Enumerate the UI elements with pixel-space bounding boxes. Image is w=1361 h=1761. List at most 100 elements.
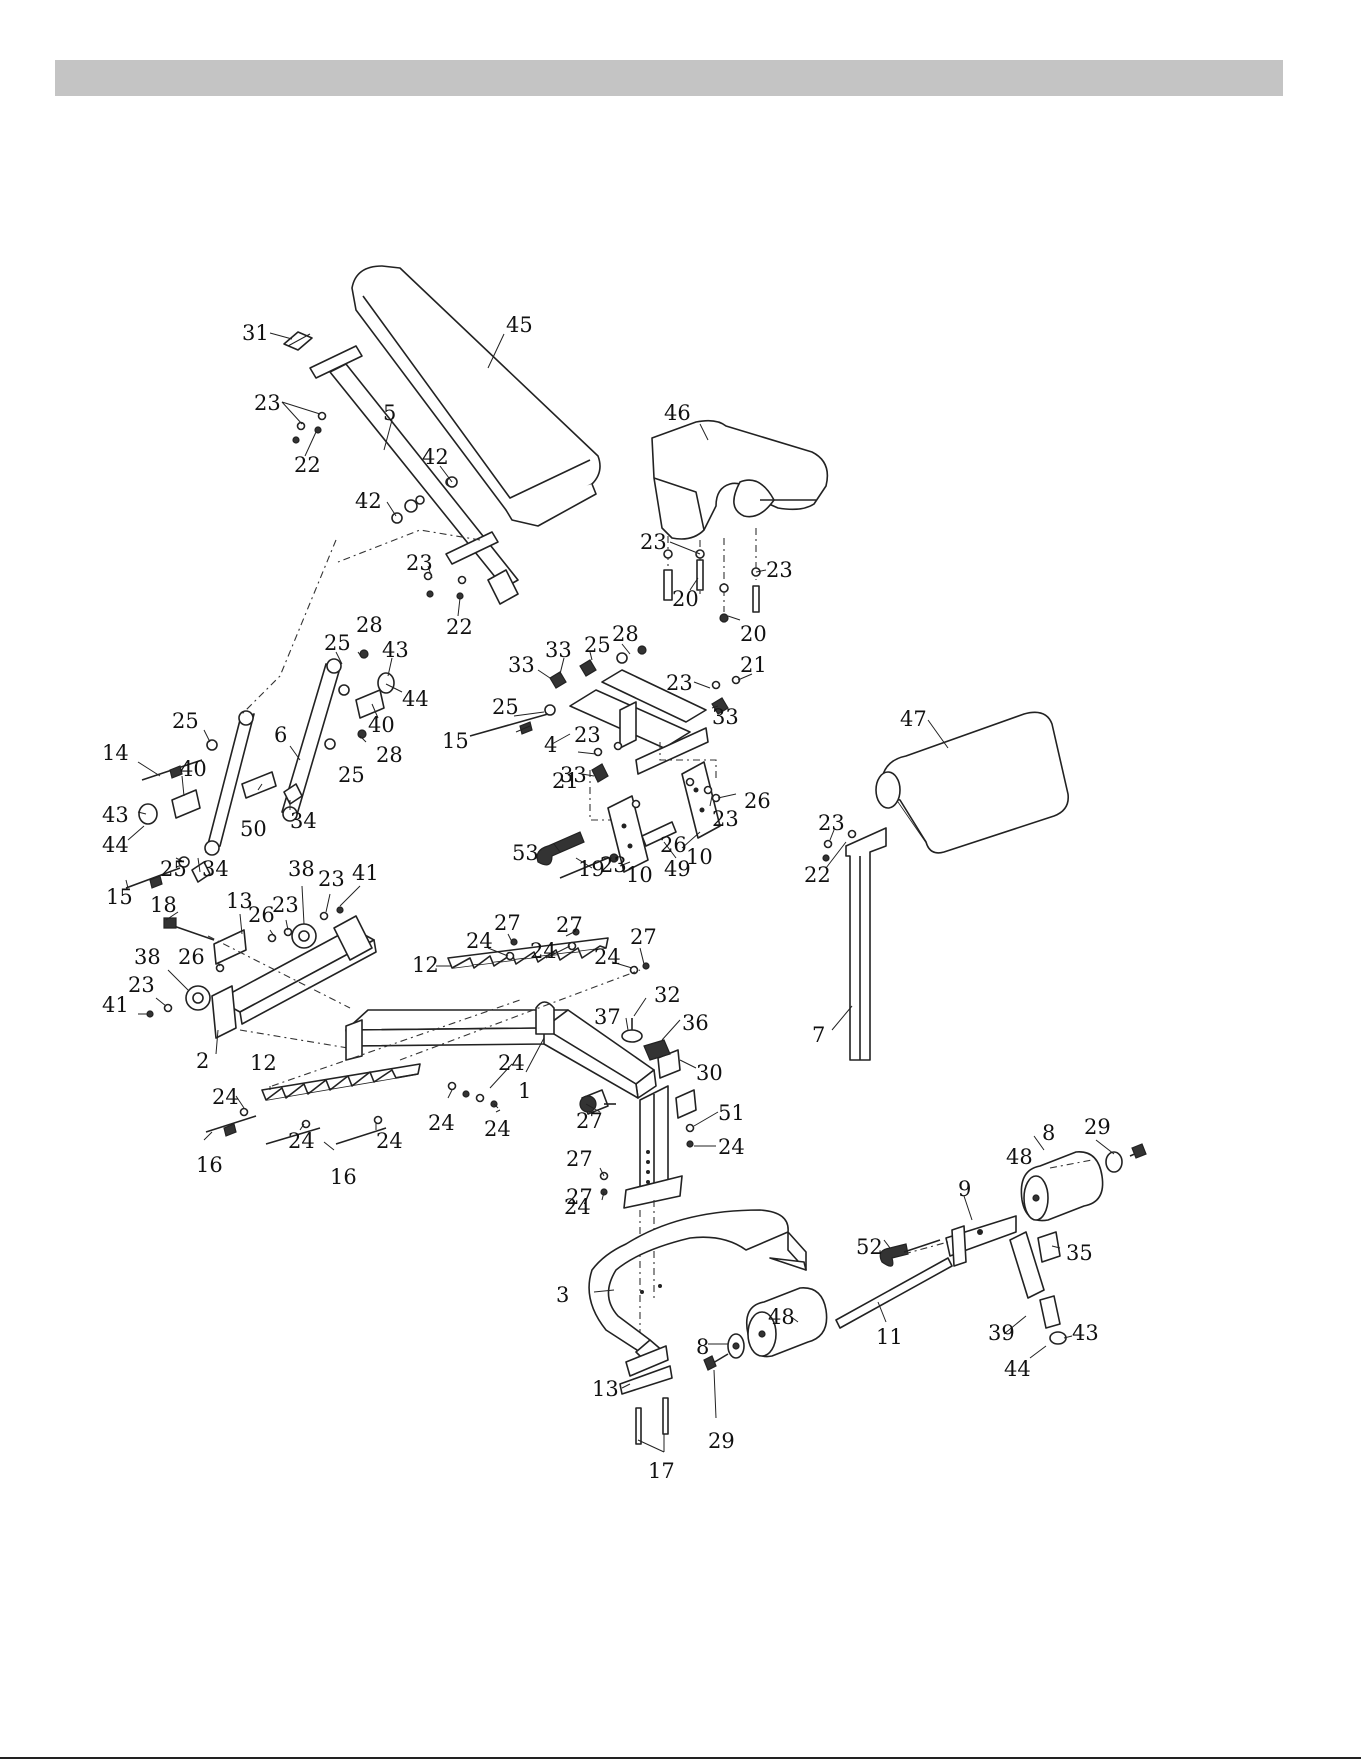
callout: 43 xyxy=(102,803,129,827)
callout: 13 xyxy=(592,1377,619,1401)
callout: 41 xyxy=(352,861,379,885)
callout: 36 xyxy=(682,1011,709,1035)
callout: 27 xyxy=(566,1185,593,1209)
callout: 2 xyxy=(196,1049,209,1073)
callout: 25 xyxy=(324,631,351,655)
callout: 23 xyxy=(574,723,601,747)
callout: 11 xyxy=(876,1325,903,1349)
callout: 24 xyxy=(564,1195,591,1219)
callout: 24 xyxy=(428,1111,455,1135)
callout: 40 xyxy=(368,713,395,737)
callout: 28 xyxy=(356,613,383,637)
callout: 30 xyxy=(696,1061,723,1085)
callout: 33 xyxy=(508,653,535,677)
callout: 21 xyxy=(552,769,579,793)
callout: 23 xyxy=(666,671,693,695)
part-1-main-frame xyxy=(345,1001,697,1350)
callout: 26 xyxy=(660,833,687,857)
callout: 23 xyxy=(712,807,739,831)
callout: 13 xyxy=(226,889,253,913)
hardware-back-frame xyxy=(292,411,467,600)
callout: 16 xyxy=(330,1165,357,1189)
callout: 47 xyxy=(900,707,927,731)
callout: 38 xyxy=(134,945,161,969)
hardware-seat-bolts xyxy=(663,528,761,623)
callout: 24 xyxy=(212,1085,239,1109)
callout: 3 xyxy=(556,1283,569,1307)
part-7-pad-post xyxy=(822,827,887,1061)
callout: 42 xyxy=(355,489,382,513)
callout: 40 xyxy=(180,757,207,781)
callout: 16 xyxy=(196,1153,223,1177)
part-2-rear-frame xyxy=(146,906,377,1051)
callout: 6 xyxy=(274,723,287,747)
callout: 24 xyxy=(484,1117,511,1141)
callout: 38 xyxy=(288,857,315,881)
callout: 4 xyxy=(544,733,557,757)
part-46-seat-pad xyxy=(651,419,829,540)
callout: 24 xyxy=(498,1051,525,1075)
callout: 44 xyxy=(402,687,429,711)
callout: 24 xyxy=(376,1129,403,1153)
callout: 12 xyxy=(412,953,439,977)
callout: 23 xyxy=(600,853,627,877)
callout: 24 xyxy=(530,939,557,963)
part-3-front-base xyxy=(588,1209,807,1445)
callout: 10 xyxy=(626,863,653,887)
callout: 25 xyxy=(160,857,187,881)
callout: 24 xyxy=(466,929,493,953)
callout: 34 xyxy=(202,857,229,881)
callout: 20 xyxy=(740,622,767,646)
header-bar xyxy=(55,60,1283,96)
callout: 22 xyxy=(446,615,473,639)
callout: 21 xyxy=(740,653,767,677)
callout: 43 xyxy=(382,638,409,662)
callout: 34 xyxy=(290,809,317,833)
callout: 25 xyxy=(338,763,365,787)
callout: 25 xyxy=(172,709,199,733)
footer-rule xyxy=(0,1757,1361,1759)
callout: 27 xyxy=(576,1109,603,1133)
callout: 8 xyxy=(1042,1121,1055,1145)
callout: 26 xyxy=(248,903,275,927)
callout: 22 xyxy=(294,453,321,477)
callout: 14 xyxy=(102,741,129,765)
part-31-clip xyxy=(283,331,313,351)
callout: 27 xyxy=(494,911,521,935)
callout: 49 xyxy=(664,857,691,881)
callout: 15 xyxy=(106,885,133,909)
callout: 7 xyxy=(812,1023,825,1047)
callout: 27 xyxy=(630,925,657,949)
callout: 48 xyxy=(1006,1145,1033,1169)
part-47-arm-pad xyxy=(875,711,1070,854)
callout: 19 xyxy=(578,857,605,881)
callout: 10 xyxy=(686,845,713,869)
callout: 23 xyxy=(128,973,155,997)
callout: 31 xyxy=(242,321,269,345)
callout: 20 xyxy=(672,587,699,611)
callout: 42 xyxy=(422,445,449,469)
part-12-holders xyxy=(205,928,695,1196)
callout: 23 xyxy=(272,893,299,917)
callout: 23 xyxy=(818,811,845,835)
callout: 45 xyxy=(506,313,533,337)
callout: 53 xyxy=(512,841,539,865)
callout: 23 xyxy=(406,551,433,575)
part-5-back-frame xyxy=(309,345,519,605)
callout: 17 xyxy=(648,1459,675,1483)
callout: 29 xyxy=(708,1429,735,1453)
callout: 33 xyxy=(712,705,739,729)
callout: 33 xyxy=(545,638,572,662)
callout: 24 xyxy=(288,1129,315,1153)
callout-leaders xyxy=(125,332,1115,1453)
callout: 43 xyxy=(1072,1321,1099,1345)
callout: 23 xyxy=(766,558,793,582)
callout: 39 xyxy=(988,1321,1015,1345)
callout: 28 xyxy=(376,743,403,767)
part-11-roller-assembly xyxy=(703,1143,1147,1371)
callout: 26 xyxy=(178,945,205,969)
callout: 15 xyxy=(442,729,469,753)
callout: 29 xyxy=(1084,1115,1111,1139)
callout: 25 xyxy=(584,633,611,657)
